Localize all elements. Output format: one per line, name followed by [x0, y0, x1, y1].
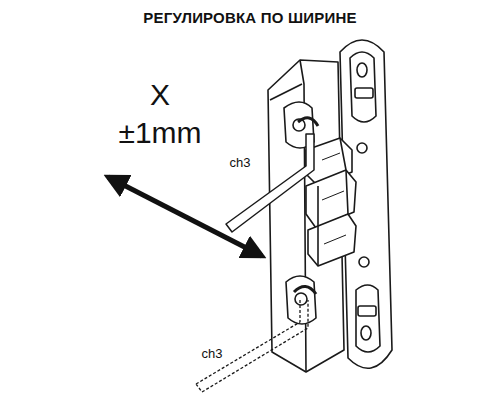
- hex-key-dashed: [196, 286, 316, 392]
- tool-size-label: ch3: [202, 347, 223, 360]
- tool-size-label: ch3: [230, 156, 251, 169]
- mounting-plate: [340, 40, 392, 368]
- diagram-title: РЕГУЛИРОВКА ПО ШИРИНЕ: [143, 10, 356, 25]
- axis-letter: X: [150, 80, 170, 110]
- dimension-label: ±1mm: [118, 118, 201, 148]
- hex-key: [226, 118, 318, 232]
